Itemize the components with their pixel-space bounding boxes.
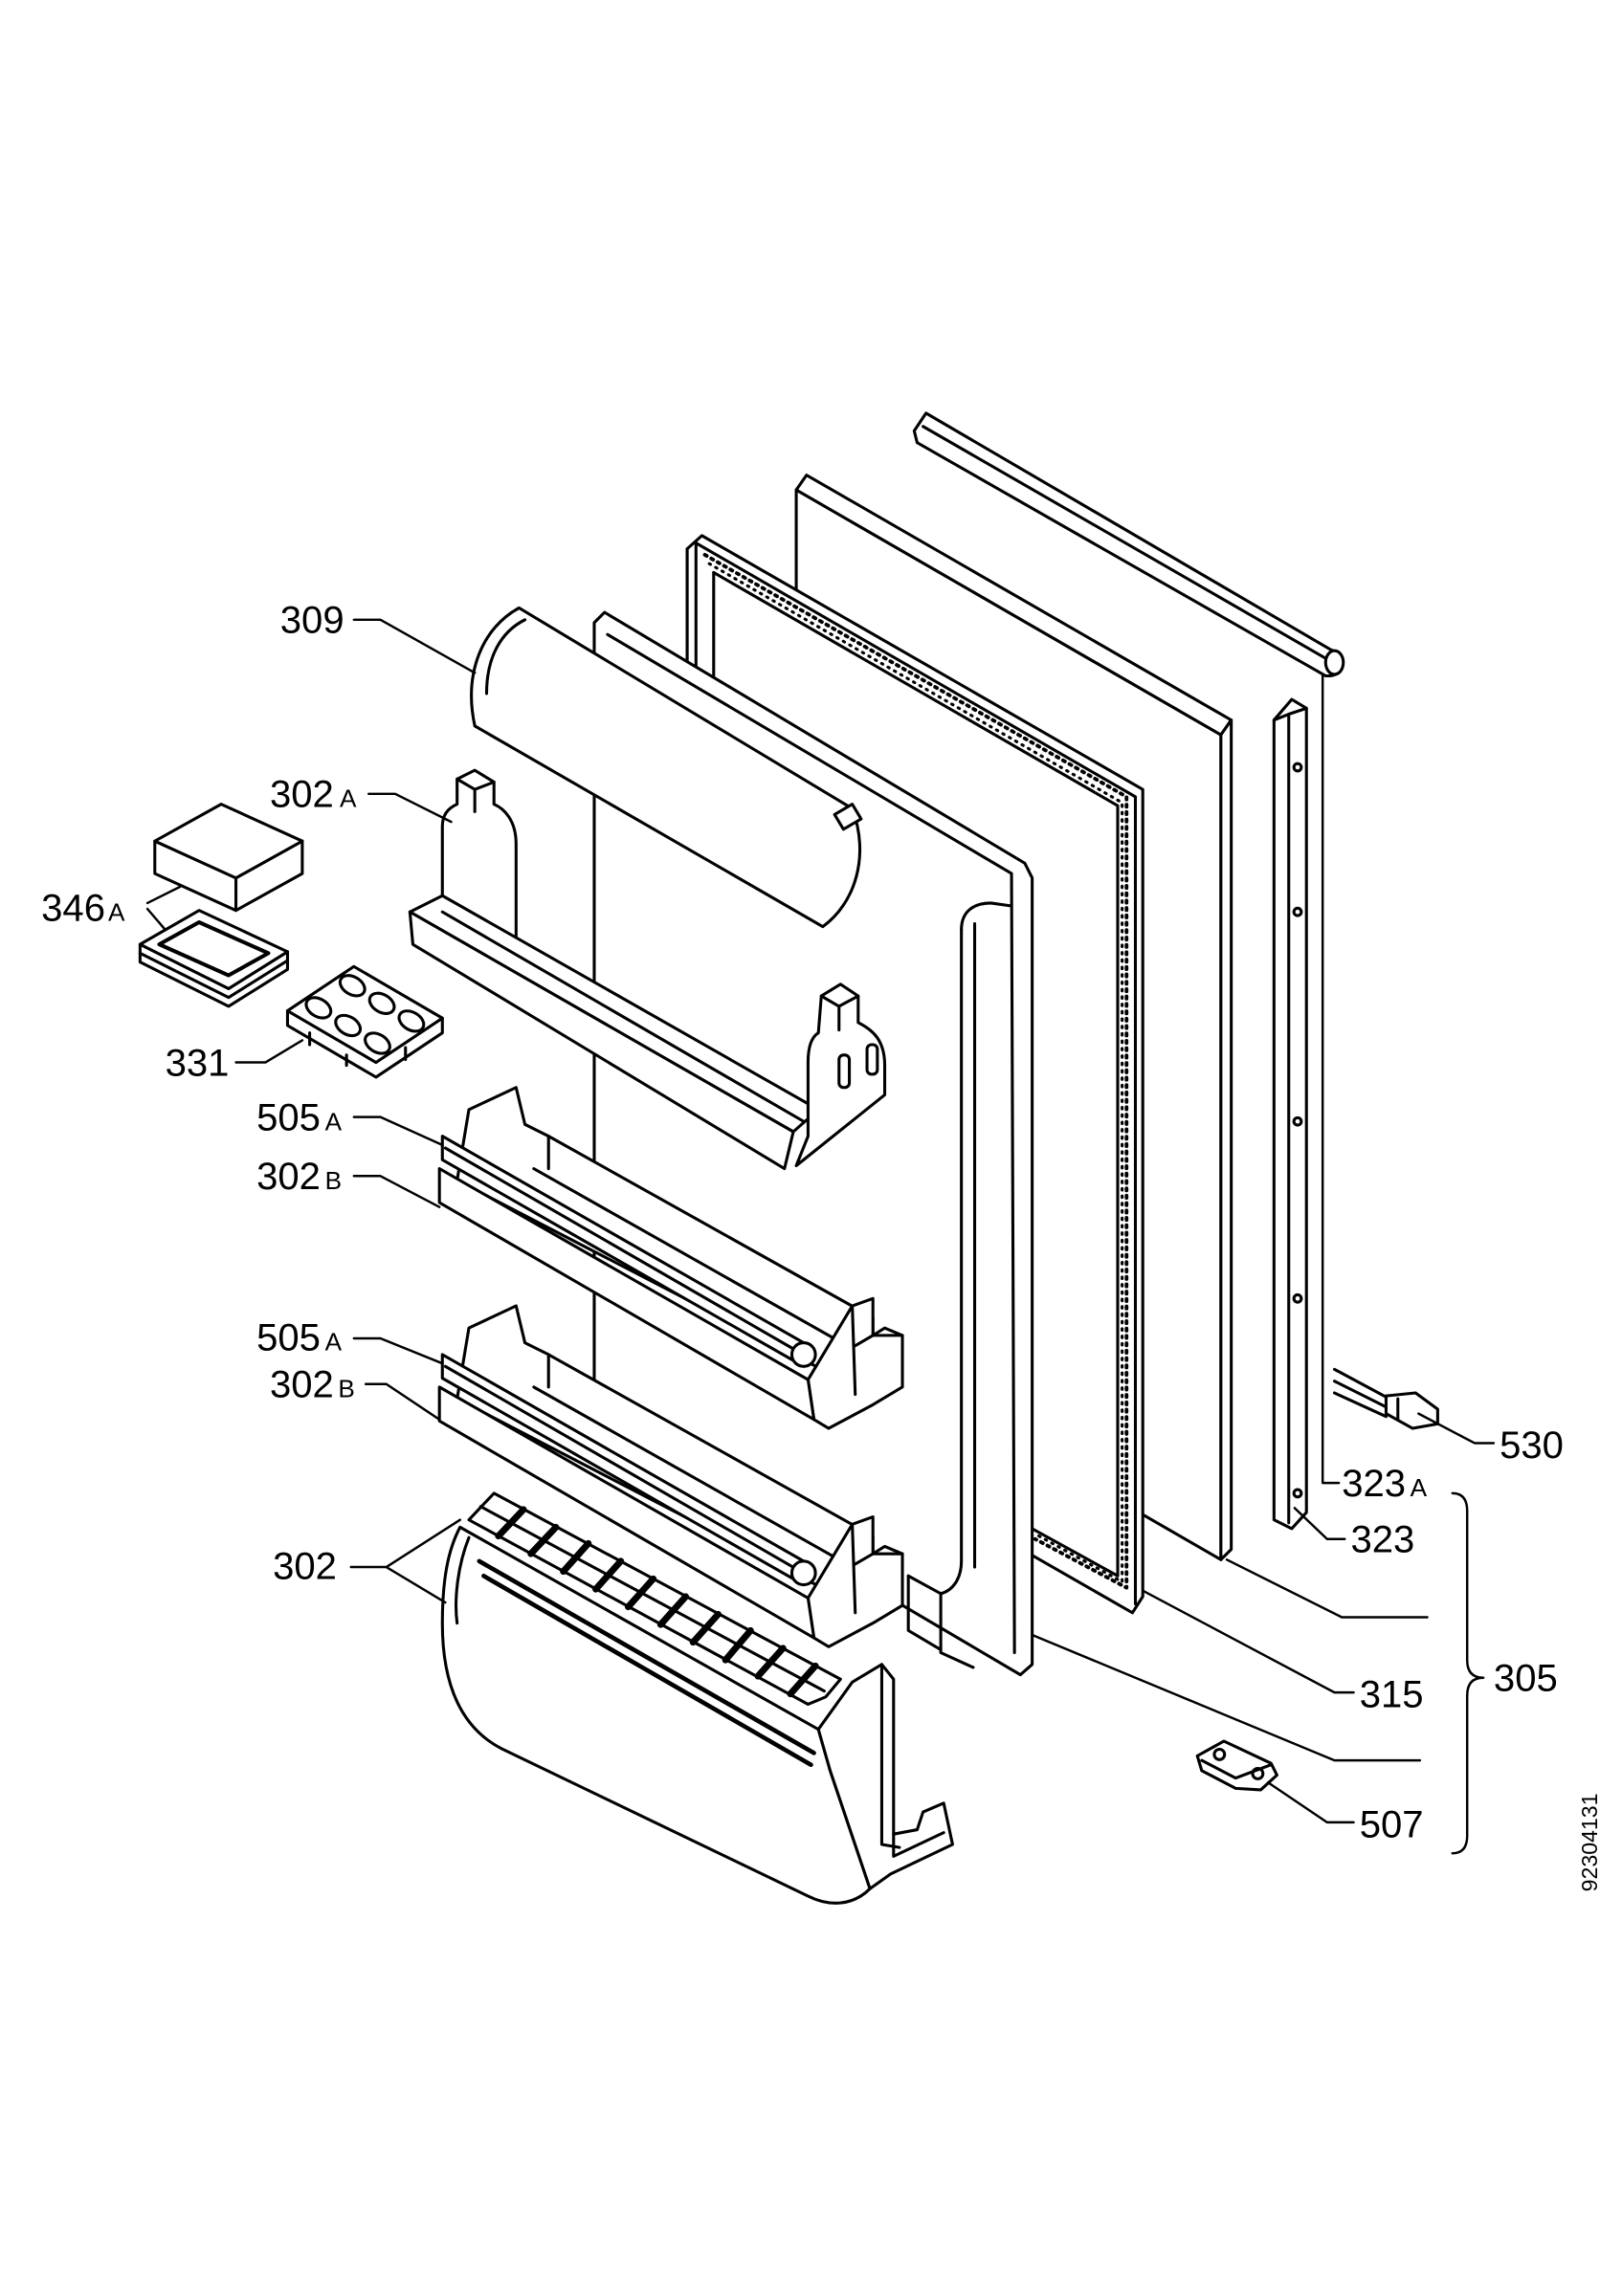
callout-number: 346 [41,887,105,929]
leader-liner [1031,1633,1422,1762]
callout-suffix: A [325,1327,343,1356]
callout-number: 507 [1360,1803,1424,1845]
drawing-number: 92304131 [1577,1793,1602,1891]
callout-suffix: A [1411,1473,1428,1502]
leader-346a [145,885,182,931]
upper-shelf [408,768,887,1171]
butter-box-frame [138,909,290,1008]
door-bin-upper [437,1086,904,1430]
brace-305 [1451,1491,1485,1855]
door-bin-middle [437,1304,904,1648]
callout-315: 315 [1360,1674,1424,1716]
callout-number: 309 [280,600,344,642]
leader-lines [145,618,1496,1855]
callout-309: 309 [280,600,344,642]
leader-331 [234,1039,304,1064]
door-bin-bottom [440,1491,954,1905]
leader-505a-middle [352,1336,444,1365]
callout-302: 302 [273,1545,337,1587]
leader-530 [1417,1412,1496,1445]
leader-panel [1225,1558,1429,1619]
callout-331: 331 [166,1042,230,1084]
leader-323a [1321,674,1341,1485]
shelf-cover [470,606,863,929]
callout-suffix: A [340,784,357,813]
egg-tray [285,964,444,1079]
callout-suffix: B [338,1375,354,1403]
callout-530: 530 [1500,1424,1564,1467]
diagram-artwork [138,411,1439,1905]
callout-number: 505 [256,1316,321,1358]
leader-507 [1266,1780,1355,1824]
bin-rail-middle [440,1353,817,1587]
bin-divider-insert [467,1491,842,1707]
top-gasket-strip [912,411,1345,677]
callout-305: 305 [1494,1658,1558,1700]
callout-suffix: A [108,897,125,926]
callout-number: 323 [1342,1463,1406,1505]
leader-302 [349,1518,461,1604]
callout-number: 305 [1494,1658,1558,1700]
callout-number: 323 [1350,1519,1414,1561]
callout-number: 302 [256,1156,321,1198]
callout-number: 302 [273,1545,337,1587]
leader-323 [1293,1507,1346,1540]
callout-507: 507 [1360,1803,1424,1845]
leader-302b-middle [364,1382,441,1422]
callout-number: 302 [270,1364,334,1406]
callout-number: 302 [270,774,334,816]
callout-number: 331 [166,1042,230,1084]
callout-suffix: A [325,1107,343,1136]
hinge-strip [1272,697,1308,1531]
bin-rail-upper [440,1135,817,1368]
callout-323: 323 [1350,1519,1414,1561]
callout-number: 530 [1500,1424,1564,1467]
hinge-bracket [1195,1739,1278,1792]
leader-505a-upper [352,1115,444,1147]
callout-number: 315 [1360,1674,1424,1716]
cable-connector [1332,1367,1439,1430]
leader-302b-upper [352,1175,441,1208]
leader-315 [1141,1589,1355,1694]
callout-suffix: B [325,1166,342,1195]
callout-number: 505 [256,1096,321,1138]
butter-box-lid [153,803,304,913]
leader-309 [352,618,477,674]
leader-302a [367,792,453,824]
